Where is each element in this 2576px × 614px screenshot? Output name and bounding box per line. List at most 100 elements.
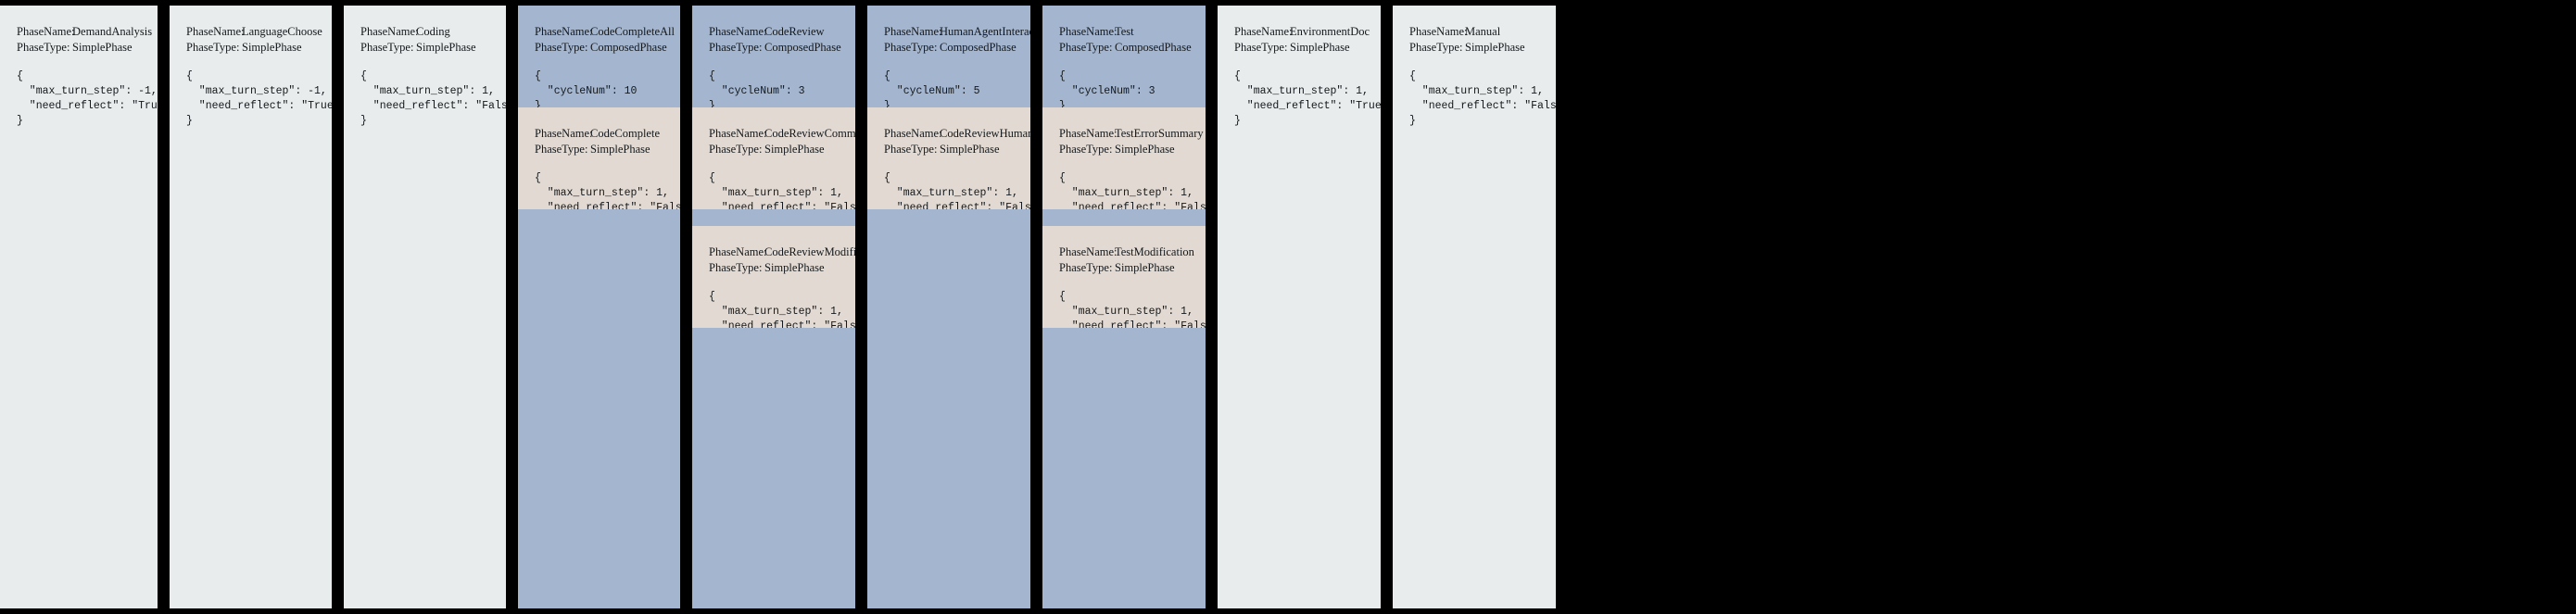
- card-frame-top: [1393, 0, 1556, 6]
- phase-meta-row: PhaseName:CodeReviewModification: [709, 244, 855, 260]
- phase-config-language-choose: { "max_turn_step": -1, "need_reflect": "…: [186, 69, 332, 129]
- sub-phase-type-key: PhaseType:: [1059, 261, 1113, 274]
- config-line: {: [1059, 70, 1066, 82]
- phase-meta-row: PhaseName:LanguageChoose: [186, 24, 322, 40]
- phase-name-value: EnvironmentDoc: [1290, 25, 1370, 38]
- phase-name-key: PhaseName:: [17, 25, 75, 38]
- card-frame-bottom: [0, 608, 158, 614]
- card-frame-top: [867, 0, 1030, 6]
- card-frame-top: [692, 0, 855, 6]
- config-line: }: [186, 115, 193, 127]
- config-line: }: [1059, 100, 1066, 112]
- sub-phase-code-review-comment[interactable]: PhaseName:CodeReviewCommentPhaseType:Sim…: [692, 107, 855, 229]
- phase-type-key: PhaseType:: [884, 41, 938, 54]
- config-line: "max_turn_step": -1,: [17, 85, 158, 97]
- config-line: }: [1234, 115, 1241, 127]
- phase-meta-row: PhaseName:TestErrorSummary: [1059, 126, 1204, 142]
- card-frame-bottom: [344, 608, 506, 614]
- phase-meta-row: PhaseType:SimplePhase: [1409, 40, 1539, 56]
- phase-meta-row: PhaseName:CodeReview: [709, 24, 839, 40]
- config-line: {: [709, 70, 715, 82]
- phase-type-key: PhaseType:: [17, 41, 70, 54]
- phase-meta-row: PhaseType:SimplePhase: [709, 142, 839, 157]
- card-frame-bottom: [1218, 608, 1381, 614]
- phase-meta-row: PhaseName:Manual: [1409, 24, 1539, 40]
- phase-meta-row: PhaseType:SimplePhase: [709, 260, 839, 276]
- sub-phase-type-value: SimplePhase: [1115, 143, 1175, 156]
- sub-phase-code-review-modification[interactable]: PhaseName:CodeReviewModificationPhaseTyp…: [692, 226, 855, 347]
- config-line: "cycleNum": 5: [884, 85, 980, 97]
- phase-type-key: PhaseType:: [1234, 41, 1288, 54]
- config-line: {: [1059, 172, 1066, 184]
- card-frame-top: [344, 0, 506, 6]
- card-filler: [1218, 138, 1381, 608]
- config-line: {: [709, 291, 715, 303]
- phase-name-value: CodeReview: [764, 25, 825, 38]
- phase-meta-row: PhaseType:ComposedPhase: [709, 40, 841, 56]
- phase-meta-row: PhaseName:CodeReviewComment: [709, 126, 855, 142]
- phase-type-key: PhaseType:: [360, 41, 414, 54]
- card-frame-top: [1042, 0, 1206, 6]
- config-line: "max_turn_step": 1,: [709, 306, 843, 318]
- phase-meta-row: PhaseName:HumanAgentInteraction: [884, 24, 1030, 40]
- phase-name-key: PhaseName:: [1409, 25, 1468, 38]
- config-line: }: [360, 115, 367, 127]
- phase-meta-row: PhaseType:SimplePhase: [186, 40, 315, 56]
- sub-phase-type-key: PhaseType:: [709, 143, 763, 156]
- config-line: {: [884, 172, 890, 184]
- card-frame-bottom: [1393, 608, 1556, 614]
- phase-type-key: PhaseType:: [709, 41, 763, 54]
- sub-phase-name-key: PhaseName:: [535, 127, 593, 140]
- phase-meta-row: PhaseType:SimplePhase: [535, 142, 663, 157]
- config-line: "max_turn_step": 1,: [1409, 85, 1544, 97]
- phase-config-demand-analysis: { "max_turn_step": -1, "need_reflect": "…: [17, 69, 158, 129]
- card-filler: [344, 138, 506, 608]
- config-line: "max_turn_step": 1,: [1234, 85, 1369, 97]
- config-line: }: [709, 100, 715, 112]
- config-line: {: [884, 70, 890, 82]
- sub-phase-name-key: PhaseName:: [1059, 245, 1118, 258]
- config-line: "max_turn_step": -1,: [186, 85, 327, 97]
- phase-meta-row: PhaseType:SimplePhase: [1059, 260, 1189, 276]
- config-line: "need_reflect": "False": [1409, 100, 1556, 112]
- phase-type-value: SimplePhase: [72, 41, 133, 54]
- phase-meta-row: PhaseName:TestModification: [1059, 244, 1194, 260]
- phase-config-environment-doc: { "max_turn_step": 1, "need_reflect": "T…: [1234, 69, 1381, 129]
- config-line: "max_turn_step": 1,: [709, 187, 843, 199]
- config-line: }: [1409, 115, 1416, 127]
- config-line: {: [1409, 70, 1416, 82]
- config-line: }: [535, 100, 541, 112]
- phase-name-value: Test: [1115, 25, 1134, 38]
- phase-meta-row: PhaseType:ComposedPhase: [884, 40, 1017, 56]
- phase-type-value: SimplePhase: [416, 41, 476, 54]
- sub-phase-type-key: PhaseType:: [884, 143, 938, 156]
- config-line: "need_reflect": "True": [1234, 100, 1381, 112]
- config-line: {: [360, 70, 367, 82]
- config-line: {: [535, 70, 541, 82]
- config-line: "cycleNum": 3: [709, 85, 805, 97]
- sub-phase-type-value: SimplePhase: [940, 143, 1000, 156]
- phase-type-key: PhaseType:: [535, 41, 588, 54]
- phase-name-key: PhaseName:: [1234, 25, 1293, 38]
- sub-phase-name-value: TestErrorSummary: [1115, 127, 1204, 140]
- sub-phase-name-value: CodeReviewHuman: [940, 127, 1030, 140]
- phase-card-human-agent-interaction[interactable]: PhaseName:HumanAgentInteractionPhaseType…: [867, 0, 1030, 614]
- sub-phase-name-value: CodeReviewModification: [764, 245, 855, 258]
- card-filler: [1393, 138, 1556, 608]
